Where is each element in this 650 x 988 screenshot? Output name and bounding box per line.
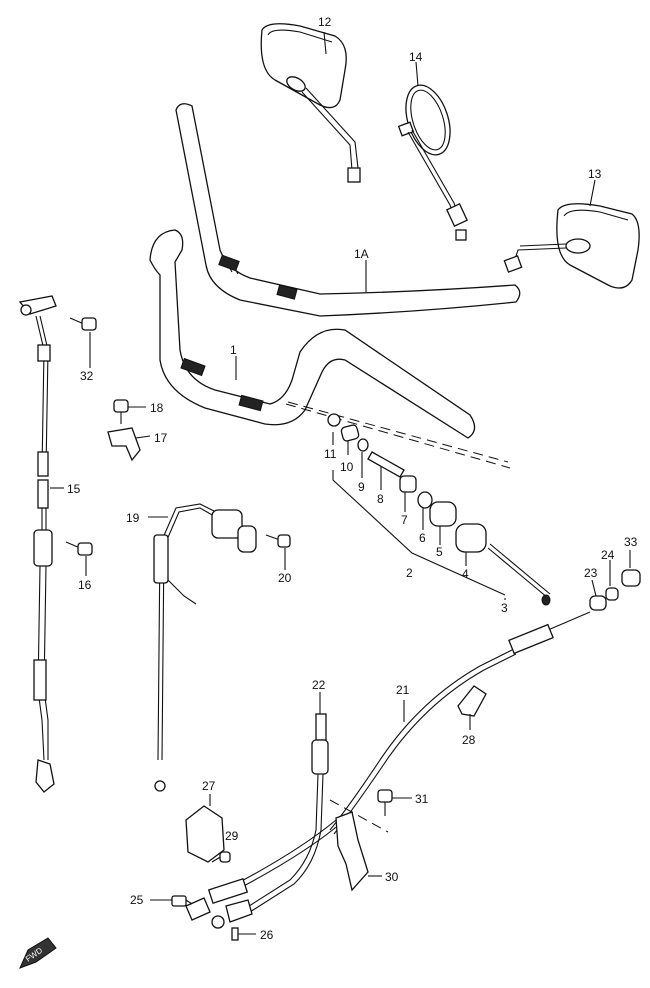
cap-33 xyxy=(621,569,641,587)
handlebar-1 xyxy=(149,229,476,439)
throttle-cable-22 xyxy=(211,713,329,929)
axis-line-upper xyxy=(287,401,509,463)
throttle-cable-21 xyxy=(329,611,591,835)
label-13: 13 xyxy=(588,167,602,181)
handlebar-1a xyxy=(175,103,521,317)
label-24: 24 xyxy=(601,548,615,562)
label-31: 31 xyxy=(415,792,429,806)
label-14: 14 xyxy=(409,50,423,64)
label-23: 23 xyxy=(584,566,598,580)
label-30: 30 xyxy=(385,870,399,884)
screw-29 xyxy=(211,851,231,863)
label-1: 1 xyxy=(230,343,237,357)
bolt-31 xyxy=(377,789,393,816)
label-18: 18 xyxy=(150,401,164,415)
label-17: 17 xyxy=(154,431,168,445)
clutch-cable-left xyxy=(18,295,57,793)
label-10: 10 xyxy=(340,460,354,474)
label-3: 3 xyxy=(501,601,508,615)
clamp-17 xyxy=(107,427,141,462)
label-27: 27 xyxy=(202,779,216,793)
label-32: 32 xyxy=(80,369,94,383)
switch-19 xyxy=(153,503,257,792)
label-15: 15 xyxy=(67,482,81,496)
mirror-14 xyxy=(397,84,469,241)
label-25: 25 xyxy=(130,893,144,907)
label-26: 26 xyxy=(260,928,274,942)
callout-labels: 12 14 13 1A 1 11 10 9 8 7 6 5 4 2 3 32 1… xyxy=(67,15,638,942)
screw-20 xyxy=(265,534,291,548)
mirror-13 xyxy=(503,203,640,289)
bracket-28 xyxy=(457,685,487,717)
pin-25 xyxy=(171,895,193,907)
label-20: 20 xyxy=(278,571,292,585)
bolt-16 xyxy=(65,541,93,556)
cap-24 xyxy=(605,587,619,601)
label-28: 28 xyxy=(462,733,476,747)
label-9: 9 xyxy=(358,480,365,494)
bracket-30 xyxy=(335,811,369,892)
label-12: 12 xyxy=(318,15,332,29)
fwd-arrow-icon: FWD xyxy=(19,937,57,969)
label-11: 11 xyxy=(324,447,337,461)
label-7: 7 xyxy=(401,513,408,527)
clip-26 xyxy=(231,927,239,941)
label-2: 2 xyxy=(406,566,413,580)
label-22: 22 xyxy=(312,678,326,692)
axis-line-lower xyxy=(285,403,511,469)
leader-lines xyxy=(50,31,631,935)
cable-lower xyxy=(185,819,341,921)
label-8: 8 xyxy=(377,492,384,506)
label-4: 4 xyxy=(462,567,469,581)
label-6: 6 xyxy=(419,531,426,545)
label-5: 5 xyxy=(436,545,443,559)
label-33: 33 xyxy=(624,535,638,549)
cap-23 xyxy=(589,595,607,611)
label-16: 16 xyxy=(78,578,92,592)
screw-18 xyxy=(113,399,129,424)
handlebar-weight-assembly xyxy=(327,413,551,606)
label-19: 19 xyxy=(126,511,140,525)
label-21: 21 xyxy=(396,683,410,697)
dashed-line-31 xyxy=(329,799,389,833)
bracket-line-2 xyxy=(332,470,506,596)
mirror-12 xyxy=(260,23,361,183)
cover-27 xyxy=(185,805,225,863)
bolt-32 xyxy=(69,317,97,331)
label-1a: 1A xyxy=(354,247,369,261)
label-29: 29 xyxy=(225,829,239,843)
